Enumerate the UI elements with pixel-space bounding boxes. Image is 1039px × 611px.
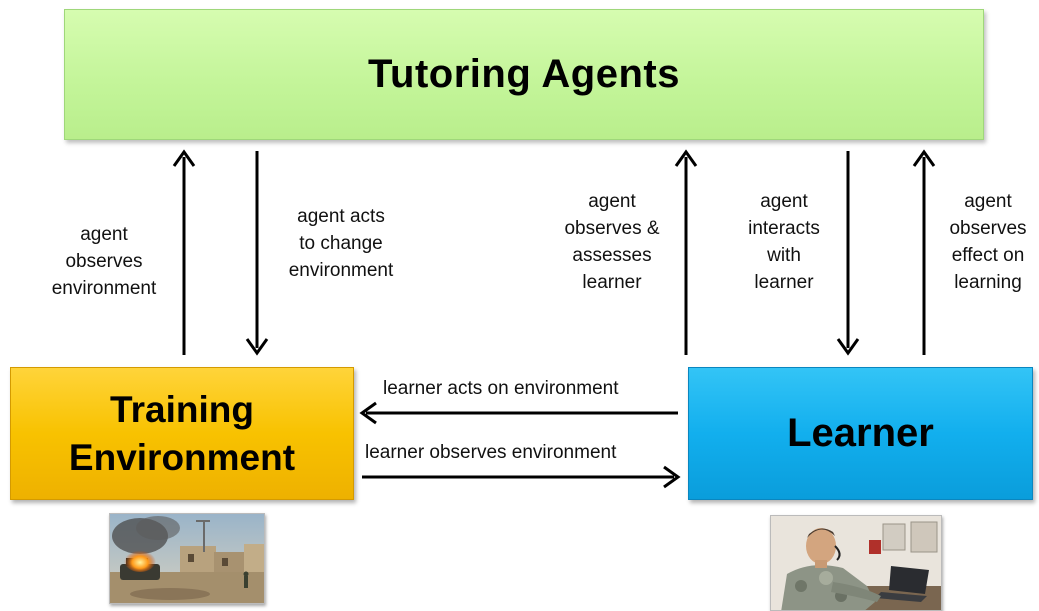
label-line: learner xyxy=(754,272,814,293)
label-line: assesses xyxy=(572,245,652,266)
label-learner-observes-environment: learner observes environment xyxy=(365,442,617,463)
label-agent-observes-effect-on-learning: agent observes effect on learning xyxy=(936,188,1039,296)
learner-title: Learner xyxy=(787,411,934,455)
label-learner-acts-on-environment: learner acts on environment xyxy=(383,378,619,399)
label-line: with xyxy=(767,245,801,266)
label-line: agent xyxy=(588,191,636,212)
label-line: learning xyxy=(954,272,1022,293)
label-line: agent acts xyxy=(297,206,385,227)
label-line: observes xyxy=(65,251,143,272)
learner-photo-image xyxy=(770,515,942,611)
learner-box: Learner xyxy=(688,367,1033,500)
soldier-at-computer-illustration xyxy=(771,516,941,610)
label-line: observes & xyxy=(564,218,660,239)
tutoring-agents-title: Tutoring Agents xyxy=(368,52,680,96)
training-scene-illustration xyxy=(110,514,264,603)
label-line: agent xyxy=(80,224,128,245)
label-line: to change xyxy=(299,233,383,254)
label-line: agent xyxy=(964,191,1012,212)
label-agent-observes-environment: agent observes environment xyxy=(38,221,170,302)
tutoring-agents-box: Tutoring Agents xyxy=(64,9,984,140)
training-scene-image xyxy=(109,513,265,604)
label-line: environment xyxy=(288,260,394,281)
label-line: interacts xyxy=(748,218,820,239)
label-line: effect on xyxy=(951,245,1025,266)
label-agent-interacts-with-learner: agent interacts with learner xyxy=(732,188,836,296)
training-environment-title-line-1: Training xyxy=(110,388,254,430)
training-environment-title-line-2: Environment xyxy=(68,436,296,478)
label-agent-acts-to-change-environment: agent acts to change environment xyxy=(272,203,410,284)
label-line: environment xyxy=(51,278,157,299)
label-line: learner xyxy=(582,272,642,293)
training-environment-box: Training Environment xyxy=(10,367,354,500)
label-agent-observes-assesses-learner: agent observes & assesses learner xyxy=(548,188,676,296)
label-line: observes xyxy=(949,218,1027,239)
label-line: agent xyxy=(760,191,808,212)
